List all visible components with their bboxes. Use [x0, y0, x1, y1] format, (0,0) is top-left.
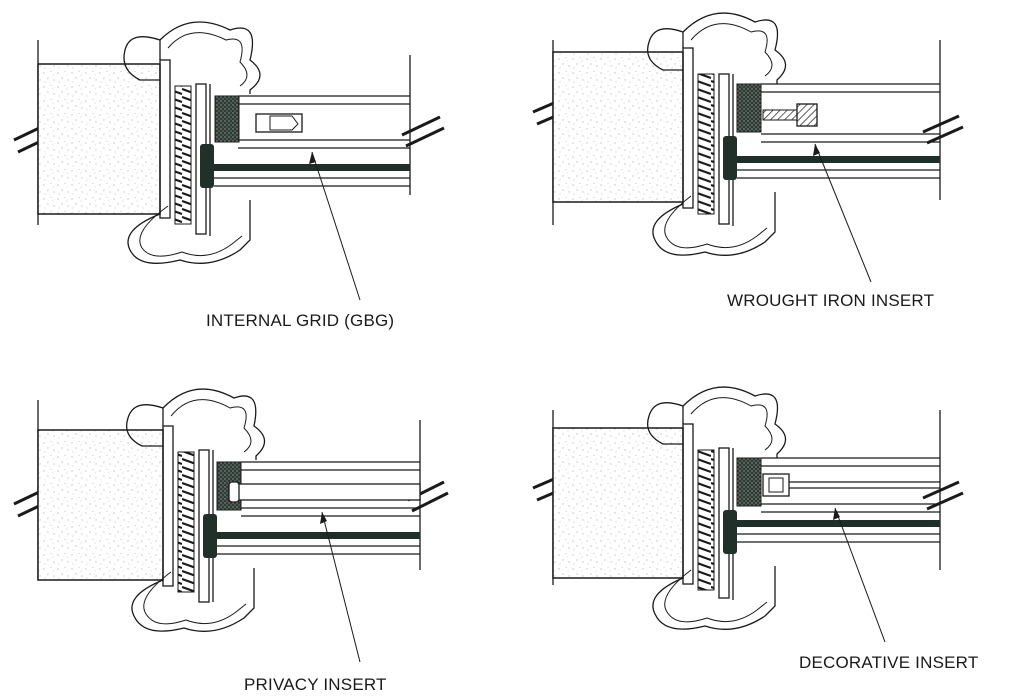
- screw: [697, 73, 715, 215]
- frame-profile: [646, 12, 787, 256]
- caption-privacy: PRIVACY INSERT: [244, 675, 387, 694]
- leader-line: [311, 151, 361, 301]
- section-wrought-iron: WROUGHT IRON INSERT: [532, 12, 964, 310]
- leader-line: [321, 511, 361, 663]
- caption-internal-grid: INTERNAL GRID (GBG): [206, 311, 394, 330]
- leader-line: [834, 507, 886, 643]
- wrought-iron-insert: [762, 103, 818, 127]
- break-mark-icon: [922, 480, 964, 511]
- frame-profile: [125, 388, 266, 632]
- screw: [697, 449, 715, 591]
- frame-profile: [123, 21, 261, 264]
- spacer: [214, 95, 240, 143]
- wall-block: [552, 427, 684, 579]
- section-decorative: DECORATIVE INSERT: [532, 386, 978, 672]
- leader-line: [814, 143, 872, 283]
- wall-block: [37, 63, 161, 215]
- break-mark-icon: [922, 114, 964, 145]
- screw: [177, 451, 195, 593]
- wall-block: [37, 429, 164, 581]
- section-internal-grid: INTERNAL GRID (GBG): [13, 21, 445, 330]
- privacy-insert: [228, 481, 421, 503]
- spacer: [736, 83, 762, 133]
- internal-grid-insert: [255, 113, 303, 133]
- caption-wrought-iron: WROUGHT IRON INSERT: [727, 291, 934, 310]
- section-privacy: PRIVACY INSERT: [13, 388, 449, 694]
- break-mark-icon: [401, 115, 445, 148]
- spacer: [736, 457, 762, 507]
- decorative-insert: [762, 473, 940, 497]
- caption-decorative: DECORATIVE INSERT: [799, 653, 978, 672]
- wall-block: [552, 51, 684, 203]
- frame-profile: [646, 386, 787, 630]
- screw: [174, 85, 192, 225]
